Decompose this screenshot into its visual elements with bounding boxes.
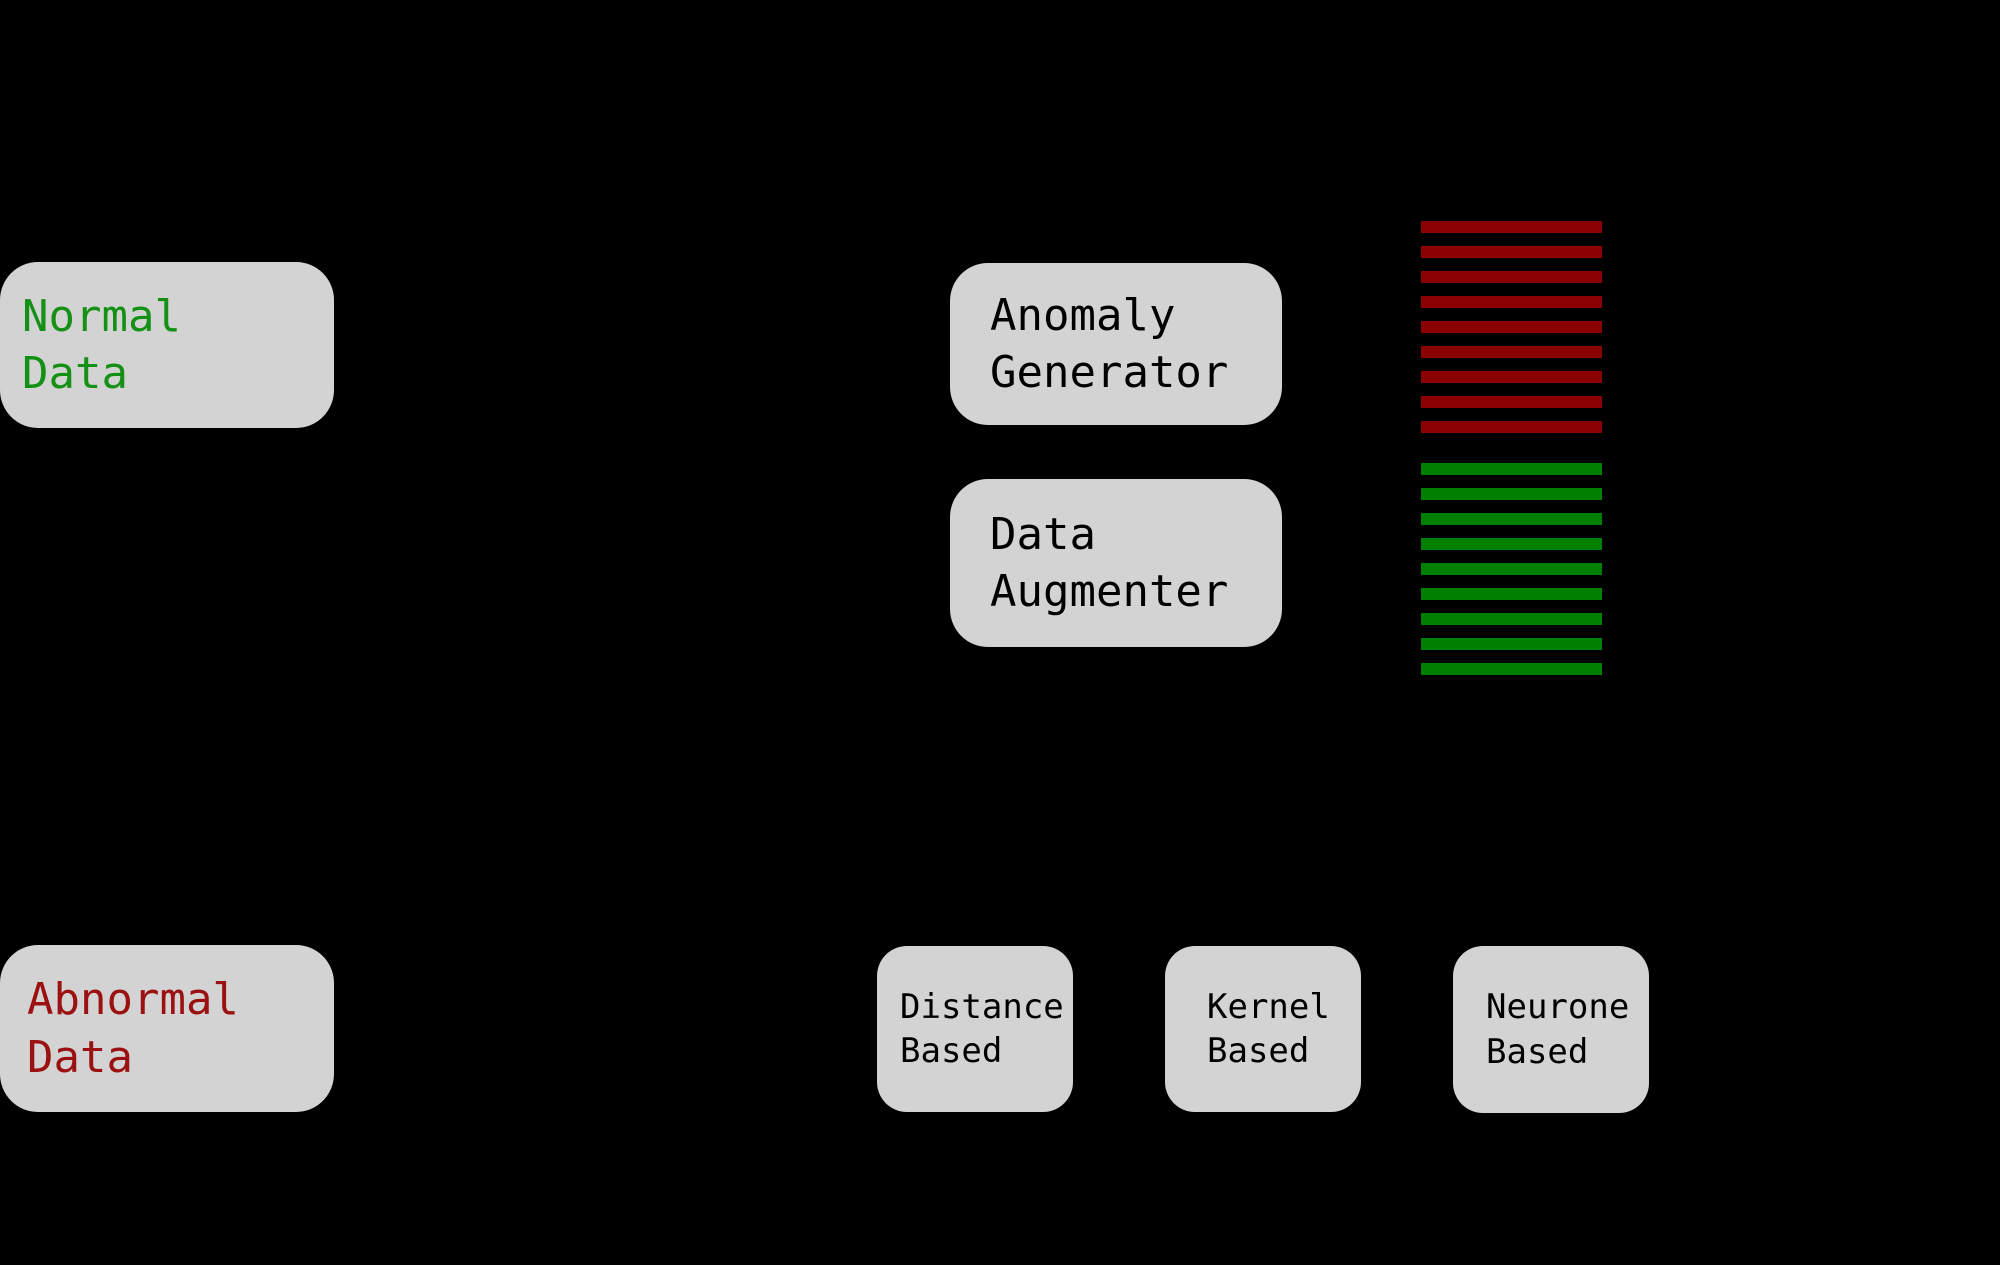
anomaly-generator-node: Anomaly Generator — [950, 263, 1282, 425]
bar — [1421, 563, 1602, 575]
bar — [1421, 538, 1602, 550]
normal-data-label: Normal Data — [22, 290, 181, 399]
bar — [1421, 321, 1602, 333]
bar — [1421, 221, 1602, 233]
bar — [1421, 246, 1602, 258]
normal-data-bars — [1421, 463, 1602, 688]
distance-based-node: Distance Based — [877, 946, 1073, 1112]
data-augmenter-label: Data Augmenter — [990, 508, 1229, 617]
abnormal-data-label: Abnormal Data — [27, 974, 239, 1083]
bar — [1421, 396, 1602, 408]
abnormal-data-node: Abnormal Data — [0, 945, 334, 1112]
abnormal-data-bars — [1421, 221, 1602, 446]
bar — [1421, 488, 1602, 500]
neurone-based-label: Neurone Based — [1486, 987, 1630, 1072]
bar — [1421, 513, 1602, 525]
bar — [1421, 613, 1602, 625]
bar — [1421, 421, 1602, 433]
normal-data-node: Normal Data — [0, 262, 334, 428]
distance-based-label: Distance Based — [900, 986, 1064, 1071]
bar — [1421, 463, 1602, 475]
bar — [1421, 346, 1602, 358]
bar — [1421, 663, 1602, 675]
neurone-based-node: Neurone Based — [1453, 946, 1649, 1113]
kernel-based-node: Kernel Based — [1165, 946, 1361, 1112]
data-augmenter-node: Data Augmenter — [950, 479, 1282, 647]
anomaly-generator-label: Anomaly Generator — [990, 289, 1229, 398]
kernel-based-label: Kernel Based — [1207, 986, 1330, 1071]
bar — [1421, 638, 1602, 650]
bar — [1421, 296, 1602, 308]
bar — [1421, 588, 1602, 600]
bar — [1421, 371, 1602, 383]
bar — [1421, 271, 1602, 283]
